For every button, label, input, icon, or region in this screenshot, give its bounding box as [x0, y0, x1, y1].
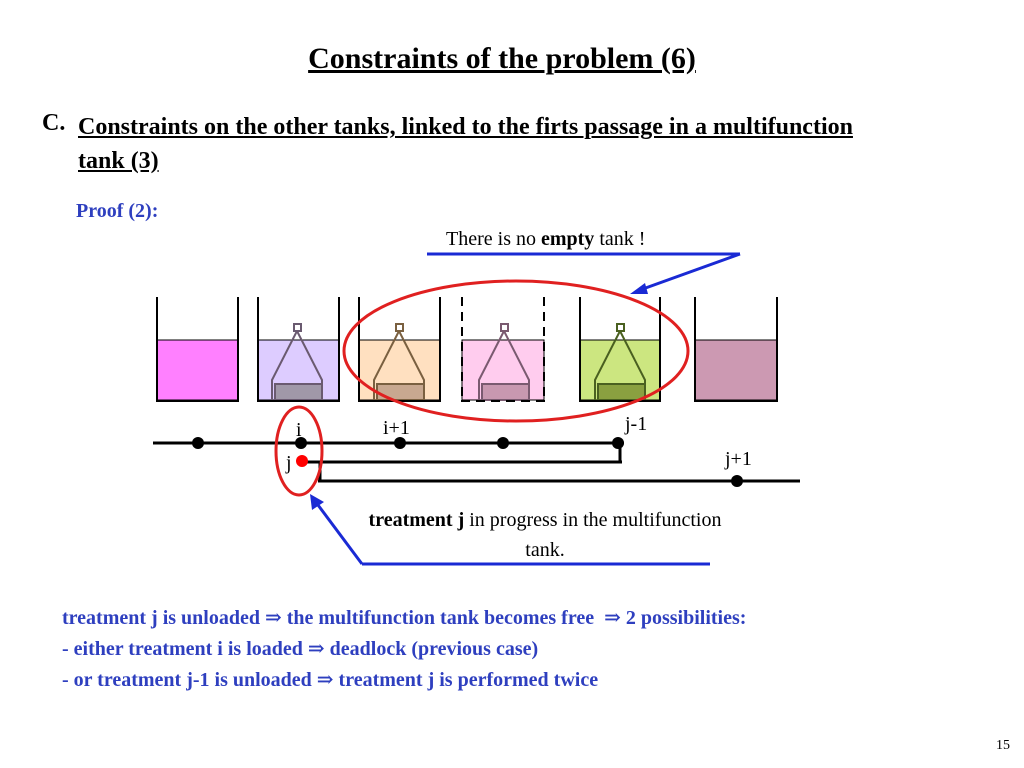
label-j-minus-1: j-1: [625, 413, 648, 435]
note-text-pre: There is no: [446, 228, 541, 250]
track-dot-j-minus-1: [612, 437, 624, 449]
note-arrow: [427, 252, 741, 294]
track-dot: [497, 437, 509, 449]
note-text-post: tank !: [594, 228, 646, 250]
section-letter: C.: [42, 110, 66, 136]
tank-2-carrier: [271, 323, 323, 401]
track-dot-j-plus-1: [731, 475, 743, 487]
multifunction-position-highlight: [274, 405, 324, 497]
no-empty-tank-highlight: [342, 279, 690, 423]
track-dot-i: [295, 437, 307, 449]
result-line-1: treatment j is unloaded ⇒ the multifunct…: [62, 607, 747, 629]
section-title: Constraints on the other tanks, linked t…: [78, 114, 853, 174]
tank-6: [694, 297, 778, 402]
track-dot-i-plus-1: [394, 437, 406, 449]
result-line-2: - either treatment i is loaded ⇒ deadloc…: [62, 638, 539, 660]
tank-1: [156, 297, 239, 402]
tank-6-liquid: [694, 339, 778, 401]
result-text: treatment j is unloaded ⇒ the multifunct…: [62, 603, 746, 696]
proof-label: Proof (2):: [76, 200, 159, 222]
page-number: 15: [996, 738, 1010, 753]
label-i-plus-1: i+1: [383, 417, 410, 439]
tank-2: [257, 297, 340, 402]
label-i: i: [296, 419, 302, 441]
track-dots: [192, 437, 743, 487]
label-j-plus-1: j+1: [725, 448, 752, 470]
label-j: j: [286, 452, 292, 474]
track-dot-j-red: [296, 455, 308, 467]
track-lines: [153, 441, 800, 483]
tank-1-liquid: [156, 339, 239, 401]
tank-5-carrier: [594, 323, 646, 401]
tank-4-carrier: [478, 323, 530, 401]
callout-text: in progress in the multifunction tank.: [464, 509, 722, 561]
callout-bold: treatment j: [368, 509, 465, 531]
tank-5: [579, 297, 661, 402]
callout-arrow: [310, 494, 710, 566]
result-line-3: - or treatment j-1 is unloaded ⇒ treatme…: [62, 669, 599, 691]
no-empty-tank-note: There is no empty tank !: [446, 228, 645, 251]
slide-title: Constraints of the problem (6): [308, 42, 696, 75]
treatment-callout: treatment j in progress in the multifunc…: [360, 505, 730, 565]
note-text-bold: empty: [540, 228, 595, 250]
tank-4-multifunction: [461, 297, 545, 402]
track-dot: [192, 437, 204, 449]
